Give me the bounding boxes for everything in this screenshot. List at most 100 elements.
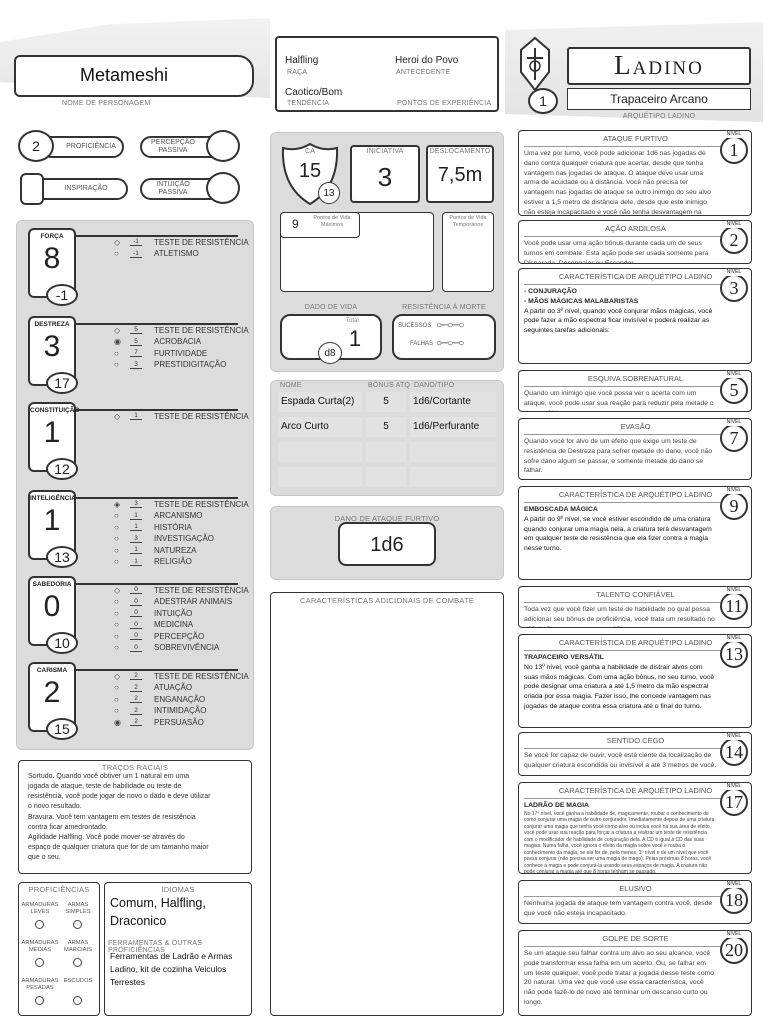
- race-value[interactable]: Halfling: [285, 55, 319, 66]
- character-level[interactable]: 1: [528, 88, 558, 114]
- tools-value[interactable]: Ferramentas de Ladrão e Armas Ladino, ki…: [110, 951, 233, 987]
- ability-modifier[interactable]: 10: [46, 632, 78, 654]
- skill-label: TESTE DE RESISTÊNCIA: [154, 671, 249, 681]
- extra-features-box[interactable]: [270, 592, 504, 1016]
- languages-value[interactable]: Comum, Halfling, Draconico: [110, 896, 206, 929]
- feature-body: Uma vez por turno, você pode adicionar 1…: [524, 149, 712, 216]
- ability-name: INTELIGÊNCIA: [30, 495, 76, 502]
- background-value[interactable]: Heroi do Povo: [395, 55, 459, 66]
- character-name-label: NOME DE PERSONAGEM: [62, 100, 151, 107]
- ability-modifier[interactable]: 13: [46, 546, 78, 568]
- feature-level-badge: 11: [720, 587, 748, 620]
- skill-value: 0: [130, 598, 142, 606]
- feature-level: 13: [725, 643, 743, 664]
- alignment-value[interactable]: Caotico/Bom: [285, 87, 343, 98]
- hp-temp-box[interactable]: [442, 212, 494, 292]
- skill-label: HISTÓRIA: [154, 522, 192, 532]
- skill-value: 2: [130, 695, 142, 703]
- racial-trait-line: contra ficar amedrontado.: [28, 823, 108, 831]
- proficiency-bonus[interactable]: 2: [18, 130, 54, 162]
- sneak-attack-box[interactable]: [338, 522, 436, 566]
- armor-class-sub[interactable]: 13: [318, 182, 340, 204]
- hit-dice-die[interactable]: d8: [318, 342, 342, 364]
- proficiency-item-label: ARMADURAS MÉDIAS: [21, 940, 59, 954]
- proficiency-checkbox[interactable]: [73, 958, 82, 967]
- proficiency-checkbox[interactable]: [35, 920, 44, 929]
- ability-modifier[interactable]: 15: [46, 718, 78, 740]
- failure-checkboxes[interactable]: ○─○─○: [436, 338, 464, 349]
- archetype-value[interactable]: Trapaceiro Arcano: [567, 88, 751, 110]
- ability-divider: [70, 235, 238, 237]
- proficiency-checkbox[interactable]: [73, 920, 82, 929]
- ability-name: CARISMA: [36, 667, 68, 674]
- ability-modifier[interactable]: -1: [46, 284, 78, 306]
- proficiency-marker-icon: ○: [114, 249, 119, 258]
- proficiency-marker-icon: ○: [114, 683, 119, 692]
- proficiency-marker-icon: ◇: [114, 325, 121, 335]
- inspiration-box[interactable]: [20, 173, 44, 205]
- ability-modifier[interactable]: 17: [46, 372, 78, 394]
- ability-modifier[interactable]: 12: [46, 458, 78, 480]
- skill-label: TESTE DE RESISTÊNCIA: [154, 585, 249, 595]
- feature-body: No 13º nível, você ganha a habilidade de…: [524, 663, 715, 711]
- passive-perception-value[interactable]: [206, 130, 240, 162]
- skill-label: ARCANISMO: [154, 511, 203, 520]
- skill-label: INTIMIDAÇÃO: [154, 706, 207, 715]
- attack-row-empty[interactable]: [278, 442, 496, 462]
- initiative-label: INICIATIVA: [366, 148, 404, 155]
- racial-traits-title: TRAÇOS RACIAIS: [101, 763, 169, 772]
- proficiency-marker-icon: ○: [114, 557, 119, 566]
- proficiency-checkbox[interactable]: [35, 996, 44, 1005]
- proficiency-checkbox[interactable]: [35, 958, 44, 967]
- attack-row-empty[interactable]: [278, 467, 496, 487]
- proficiency-checkbox[interactable]: [73, 996, 82, 1005]
- ability-divider: [70, 497, 238, 499]
- alignment-label: TENDÊNCIA: [287, 100, 330, 107]
- feature-title: EVASÃO: [524, 422, 747, 435]
- success-checkboxes[interactable]: ○─○─○: [436, 320, 464, 331]
- racial-trait-line: o novo resultado.: [28, 803, 82, 811]
- character-name[interactable]: Metameshi: [80, 65, 169, 85]
- initiative-box[interactable]: [350, 145, 420, 203]
- passive-insight-value[interactable]: [206, 172, 240, 204]
- attack-name: Espada Curta(2): [278, 392, 362, 412]
- skill-label: TESTE DE RESISTÊNCIA: [154, 411, 249, 421]
- death-saves-label: RESISTÊNCIA À MORTE: [402, 304, 486, 311]
- attack-header-damage: DANO/TIPO: [414, 382, 455, 389]
- skill-value: 1: [130, 546, 142, 554]
- speed-box[interactable]: [426, 145, 494, 203]
- skill-label: INTUIÇÃO: [154, 608, 193, 618]
- feature-title: AÇÃO ARDILOSA: [524, 224, 747, 237]
- proficiency-marker-icon: ○: [114, 694, 119, 704]
- racial-trait-line: que o seu.: [28, 854, 61, 862]
- name-scroll: [14, 55, 254, 97]
- proficiency-item-label: ARMADURAS LEVES: [21, 902, 59, 916]
